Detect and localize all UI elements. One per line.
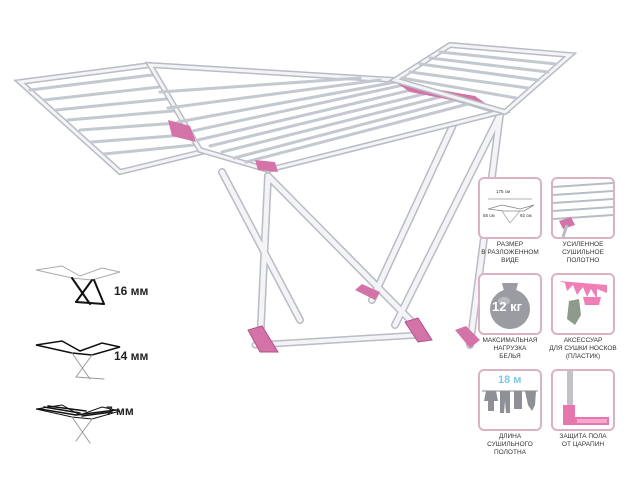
feature-card-floor	[551, 369, 615, 431]
reinforced-frame-icon	[553, 182, 613, 237]
feature-caption-floor: Защита пола от царапин	[559, 433, 607, 448]
variant-16mm-label: 16 мм	[114, 284, 149, 298]
feature-card-dimensions: 175 см 55 см 92 см	[478, 177, 542, 239]
dim-width: 55 см	[483, 213, 495, 218]
dimensions-icon	[487, 198, 535, 224]
variant-14mm-label: 14 мм	[114, 349, 149, 363]
feature-card-sock-clip	[551, 273, 615, 335]
variant-7mm-label: 7 мм	[106, 404, 134, 418]
dryer-right-wing	[387, 41, 578, 116]
variant-16mm-icon	[35, 265, 121, 305]
weight-value: 12 кг	[492, 299, 522, 314]
length-value: 18 м	[498, 374, 522, 386]
feature-caption-reinforced: Усиленное сушильное полотно	[562, 241, 604, 264]
feature-card-weight: 12 кг	[478, 273, 542, 335]
dryer-center-section	[144, 61, 512, 174]
feature-caption-sock-clip: Аксессуар для сушки носков (пластик)	[549, 337, 617, 360]
variant-7mm-icon	[35, 404, 121, 444]
sock-clip-icon	[559, 281, 607, 325]
feature-caption-weight: Максимальная нагрузка белья	[482, 337, 538, 360]
feature-caption-dimensions: Размер в разложенном виде	[481, 241, 539, 264]
dim-height: 92 см	[520, 213, 532, 218]
weight-icon	[490, 283, 530, 329]
dim-length: 175 см	[496, 189, 511, 194]
dryer-feet	[247, 284, 480, 353]
feature-card-reinforced	[551, 177, 615, 239]
feature-card-length: 18 м	[478, 369, 542, 431]
feature-caption-length: Длина сушильного полотна	[487, 433, 533, 456]
floor-protector-icon	[563, 371, 609, 425]
variant-14mm-icon	[35, 340, 121, 380]
laundry-line-icon	[482, 390, 538, 413]
